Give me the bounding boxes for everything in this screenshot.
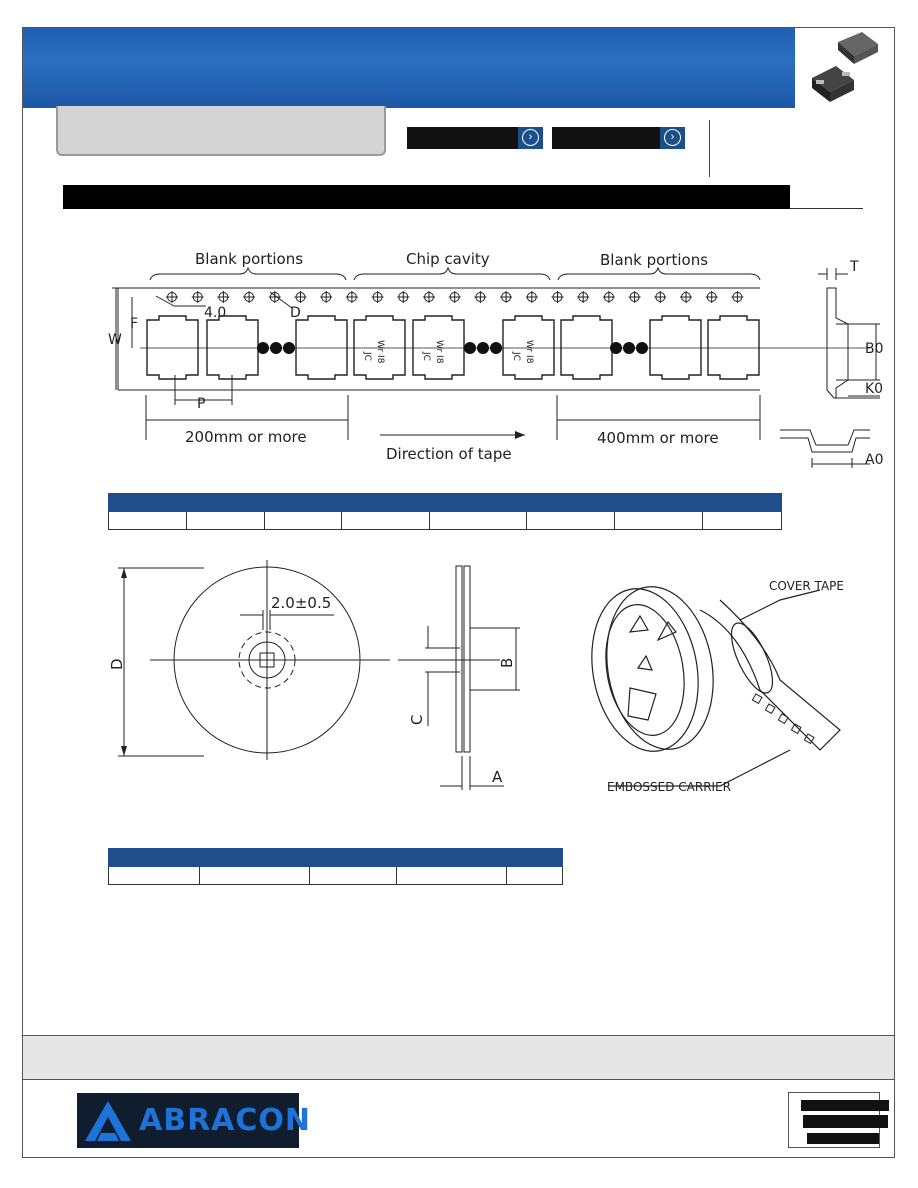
table-row	[108, 866, 563, 885]
divider	[709, 120, 710, 177]
chip-mark: JC	[421, 351, 431, 361]
chip-mark: JC	[511, 351, 521, 361]
table-row	[108, 511, 782, 530]
label-k0: K0	[865, 381, 883, 397]
label-blank-right: Blank portions	[600, 251, 708, 269]
label-reel-a: A	[492, 768, 503, 786]
tape-pocket	[353, 315, 406, 380]
revision-stamp	[788, 1092, 889, 1148]
label-direction: Direction of tape	[386, 445, 512, 463]
nav-button-1[interactable]: ›	[407, 127, 543, 149]
label-reel-c: C	[408, 715, 426, 725]
label-200mm: 200mm or more	[185, 428, 307, 446]
tape-diagram: JC Wr I8 JC Wr I8 JC Wr I8 Blank portion…	[108, 250, 884, 468]
tape-pocket	[146, 315, 199, 380]
logo-text: ABRACON	[139, 1103, 312, 1138]
title-panel	[56, 106, 386, 156]
reel-diagram: 2.0±0.5 D B C A COVER TAPE EMBOSSED CARR…	[108, 560, 844, 794]
chip-mark: JC	[362, 351, 372, 361]
label-chip-cavity: Chip cavity	[406, 250, 490, 268]
tape-pocket	[206, 315, 259, 380]
chip-mark: Wr I8	[434, 340, 444, 364]
label-b0: B0	[865, 341, 884, 357]
label-reel-b: B	[498, 658, 516, 668]
chevron-right-icon: ›	[522, 129, 539, 146]
label-f: F	[130, 316, 138, 332]
label-hole-d: D	[290, 305, 301, 321]
tape-pocket	[502, 315, 555, 380]
label-blank-left: Blank portions	[195, 250, 303, 268]
tape-dimension-table	[108, 493, 782, 530]
chip-mark: Wr I8	[524, 340, 534, 364]
section-title-bar	[63, 185, 790, 209]
nav-button-2[interactable]: ›	[552, 127, 685, 149]
inductor-icon	[812, 32, 878, 102]
chevron-right-icon: ›	[664, 129, 681, 146]
label-reel-d: D	[108, 658, 126, 670]
tape-pocket	[412, 315, 465, 380]
label-a0: A0	[865, 452, 883, 468]
label-t: T	[849, 259, 859, 275]
label-hub-dim: 2.0±0.5	[271, 594, 331, 612]
page-frame	[22, 27, 895, 1158]
label-w: W	[108, 332, 122, 348]
label-cover-tape: COVER TAPE	[769, 579, 844, 593]
table-header-row	[108, 493, 782, 512]
product-photo	[796, 28, 894, 108]
label-pitch: 4.0	[204, 305, 226, 321]
tape-pocket	[707, 315, 760, 380]
footer-band	[23, 1035, 894, 1080]
label-400mm: 400mm or more	[597, 429, 719, 447]
tape-pocket	[560, 315, 613, 380]
label-embossed-carrier: EMBOSSED CARRIER	[607, 780, 731, 794]
tape-pocket	[649, 315, 702, 380]
chip-mark: Wr I8	[375, 340, 385, 364]
reel-dimension-table	[108, 848, 563, 885]
tape-pocket	[295, 315, 348, 380]
table-header-row	[108, 848, 563, 867]
header-banner	[23, 28, 795, 108]
abracon-mark-icon	[85, 1101, 131, 1141]
section-underline	[790, 208, 863, 209]
abracon-logo: ABRACON	[77, 1093, 310, 1148]
label-p: P	[197, 396, 205, 412]
